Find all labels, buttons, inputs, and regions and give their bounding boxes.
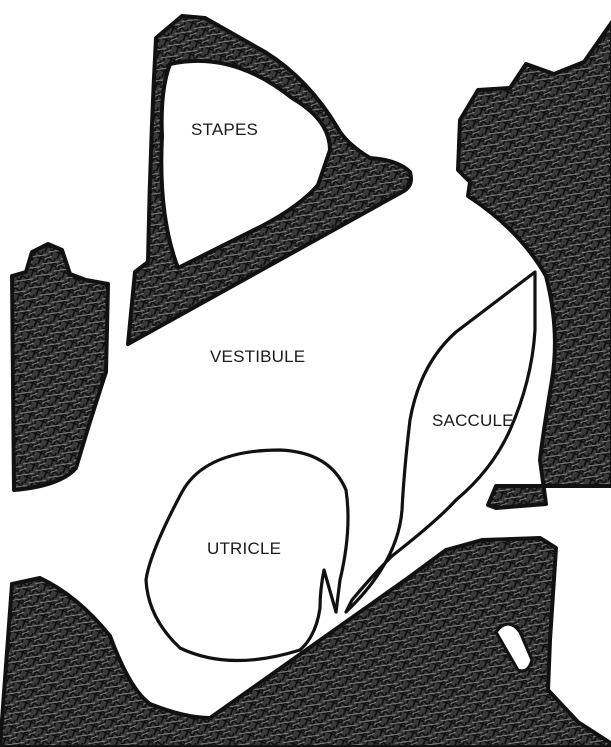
saccule-label: SACCULE [432,411,514,430]
left-bone-wall [12,244,108,490]
stapes-label: STAPES [191,120,258,139]
stapes-bone [128,16,411,344]
utricle-label: UTRICLE [207,539,281,558]
vestibule-label: VESTIBULE [210,347,305,366]
